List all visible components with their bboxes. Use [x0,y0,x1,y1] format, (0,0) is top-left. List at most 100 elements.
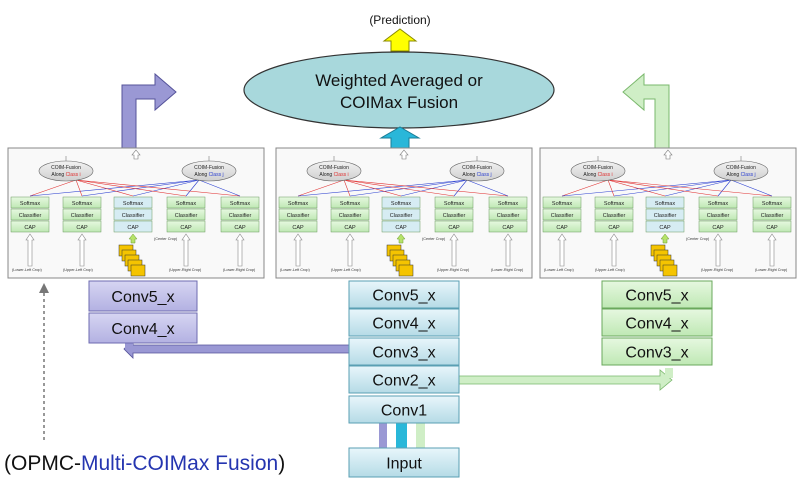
softmax-box [434,196,474,209]
crop-label: (Lower-Left Crop) [280,268,310,272]
cap-box [542,220,582,233]
caption-prefix: (OPMC- [4,452,81,475]
cap-label: CAP [24,225,36,231]
class-i-link [607,179,773,197]
layer-block: Conv5_x [601,280,713,309]
cap-box [752,220,792,233]
classifier-label: Classifier [339,213,362,219]
class-i-link [297,179,345,197]
caption: (OPMC-Multi-COIMax Fusion) [4,452,285,476]
class-j-link [730,179,773,197]
cyan-stream [396,420,407,448]
softmax-label: Softmax [123,201,143,207]
class-j-link [453,179,468,197]
softmax-box [330,196,370,209]
class-j-link [613,179,732,197]
layer-block: Conv5_x [348,280,460,309]
cap-box [594,220,634,233]
crop-label: (Lower-Left Crop) [544,268,574,272]
layer-label: Input [386,456,422,473]
fusion-title-line2: COIMax Fusion [340,93,458,112]
prediction-arrow [382,28,418,52]
layer-block: Input [348,447,460,478]
class-j-link [664,179,732,197]
crop-label: (Upper-Right Crop) [169,268,202,272]
cap-box [10,220,50,233]
layer-block: Conv3_x [601,337,713,366]
softmax-label: Softmax [655,201,675,207]
caption-highlight: Multi-COIMax Fusion [81,452,279,475]
green-stream [416,420,425,448]
softmax-label: Softmax [391,201,411,207]
panel-top-arrow [131,149,141,160]
left-output-arrow [121,72,177,149]
classifier-label: Classifier [707,213,730,219]
cap-box [113,220,153,233]
layer-box [601,308,713,337]
classifier-label: Classifier [551,213,574,219]
class-j-link [29,179,200,197]
classifier-box [698,208,738,221]
class-j-link [81,179,200,197]
cap-label: CAP [556,225,568,231]
softmax-label: Softmax [230,201,250,207]
coim-fusion-label: COIM-Fusion [194,165,224,171]
crop-input-arrow [77,233,87,267]
cap-box [330,220,370,233]
coim-fusion-left [570,160,626,182]
class-i-link [75,179,187,197]
cap-label: CAP [76,225,88,231]
layer-block: Conv2_x [348,365,460,394]
class-j-link [400,179,468,197]
coim-fusion-label: COIM-Fusion [583,165,613,171]
softmax-label: Softmax [762,201,782,207]
softmax-box [752,196,792,209]
classifier-label: Classifier [122,213,145,219]
cap-label: CAP [234,225,246,231]
softmax-box [278,196,318,209]
coim-fusion-label: COIM-Fusion [462,165,492,171]
classifier-box [542,208,582,221]
crop-input-arrow [503,233,513,267]
class-j-link [466,179,509,197]
cap-box [434,220,474,233]
crop-tile [130,264,146,277]
class-i-link [343,179,351,197]
classifier-box [381,208,421,221]
layer-block: Conv5_x [88,280,198,312]
crop-input-arrow [449,233,459,267]
class-i-link [607,179,615,197]
layer-box [348,447,460,478]
crop-tile [662,264,678,277]
classifier-label: Classifier [390,213,413,219]
coim-fusion-class-label: Along Class i [319,172,348,178]
softmax-label: Softmax [72,201,92,207]
classifier-label: Classifier [654,213,677,219]
classifier-box [166,208,206,221]
crop-tile [398,264,414,277]
coim-fusion-class-label: Along Class j [194,172,223,178]
layer-label: Conv4_x [625,316,688,333]
layer-label: Conv3_x [372,345,435,362]
layer-label: Conv5_x [111,289,174,306]
classifier-label: Classifier [287,213,310,219]
layer-block: Conv4_x [601,308,713,337]
layer-box [348,280,460,309]
layer-label: Conv1 [381,403,427,420]
layer-label: Conv4_x [372,316,435,333]
cap-label: CAP [502,225,514,231]
coim-fusion-class-label: Along Class i [583,172,612,178]
prediction-label: (Prediction) [369,13,430,27]
classifier-box [645,208,685,221]
